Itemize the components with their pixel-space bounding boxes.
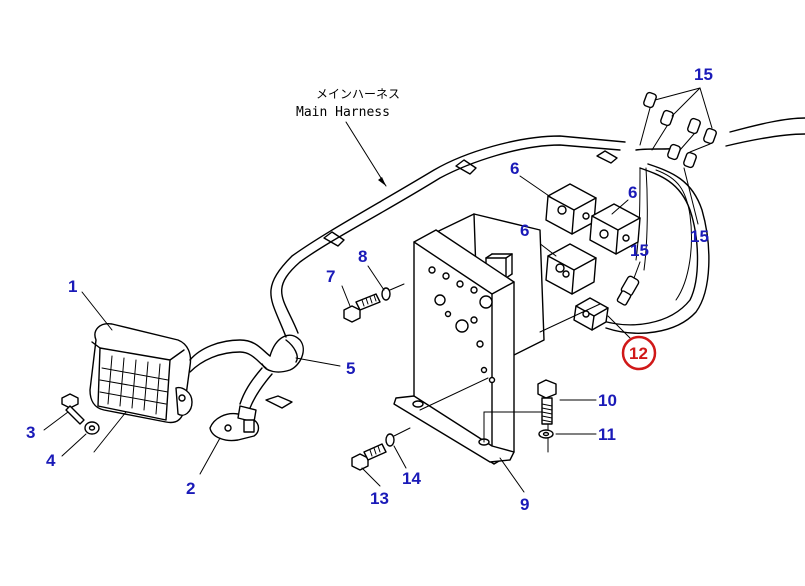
callout-8[interactable]: 8 <box>358 247 367 266</box>
callout-6-b[interactable]: 6 <box>628 183 637 202</box>
callout-12[interactable]: 12 <box>629 344 648 363</box>
callout-labels: 1 2 3 4 5 6 6 6 7 8 9 10 11 13 14 15 15 … <box>26 65 713 514</box>
relay-6-b <box>589 203 641 255</box>
main-harness <box>270 135 626 338</box>
washer-4 <box>84 421 100 435</box>
bolt-13 <box>351 443 387 471</box>
bolt-3 <box>61 393 85 425</box>
lamp-harness-5 <box>239 334 304 409</box>
callout-9[interactable]: 9 <box>520 495 529 514</box>
callout-1[interactable]: 1 <box>68 277 77 296</box>
callout-15-mid[interactable]: 15 <box>630 241 649 260</box>
callout-15-right[interactable]: 15 <box>690 227 709 246</box>
leader-6a <box>519 175 553 199</box>
washer-8 <box>381 283 405 301</box>
callout-4[interactable]: 4 <box>46 451 56 470</box>
callout-11[interactable]: 11 <box>598 425 616 444</box>
callout-6-a[interactable]: 6 <box>510 159 519 178</box>
callout-5[interactable]: 5 <box>346 359 355 378</box>
bolt-10 <box>537 379 557 425</box>
washer-11 <box>538 429 554 439</box>
callout-15-top[interactable]: 15 <box>694 65 713 84</box>
lamp-connector-2 <box>209 405 260 442</box>
work-lamp-1 <box>89 323 271 424</box>
caption-en: Main Harness <box>296 105 390 120</box>
callout-3[interactable]: 3 <box>26 423 35 442</box>
callout-2[interactable]: 2 <box>186 479 195 498</box>
caption-jp: メインハーネス <box>316 87 400 101</box>
callout-12-highlighted[interactable]: 12 <box>621 335 657 371</box>
leader-lines <box>43 265 597 493</box>
callout-13[interactable]: 13 <box>370 489 389 508</box>
connector-12 <box>573 297 631 339</box>
washer-14 <box>385 427 411 447</box>
callout-14[interactable]: 14 <box>402 469 421 488</box>
leader-6b <box>611 199 629 215</box>
connector-cluster-15 <box>639 87 717 225</box>
caption-leader <box>345 121 387 187</box>
bracket-plate-9 <box>393 229 601 465</box>
callout-6-c[interactable]: 6 <box>520 221 529 240</box>
callout-10[interactable]: 10 <box>598 391 617 410</box>
relay-6-c <box>545 243 597 295</box>
bolt-7 <box>343 293 381 323</box>
relay-6-a <box>545 183 597 235</box>
highlight-ring <box>621 335 657 371</box>
harness-branch-right <box>599 117 805 334</box>
callout-7[interactable]: 7 <box>326 267 335 286</box>
connector-15-mid <box>616 261 641 306</box>
